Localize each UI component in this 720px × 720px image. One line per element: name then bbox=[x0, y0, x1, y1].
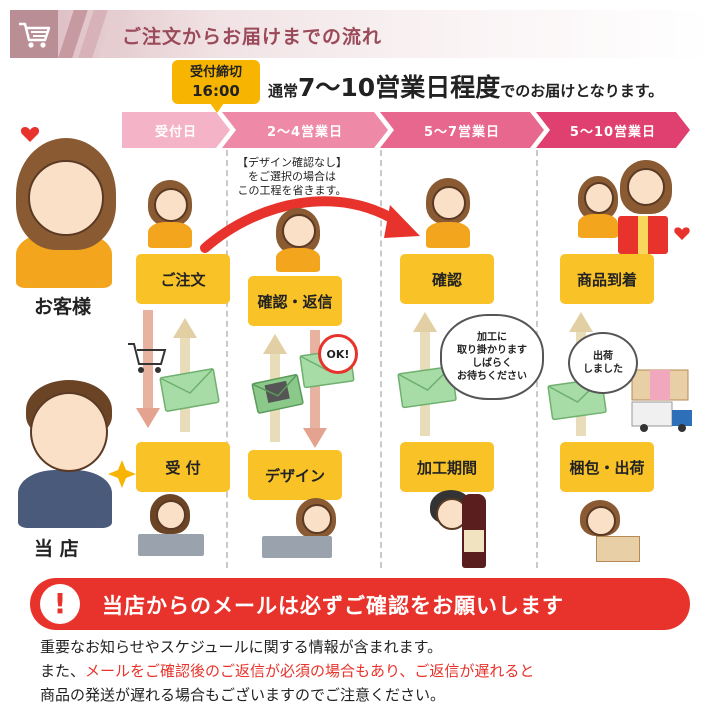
header-bar: ご注文からお届けまでの流れ bbox=[10, 10, 710, 58]
bubble-line: 取り掛かります bbox=[457, 345, 527, 356]
footer-line-2: また、メールをご確認後のご返信が必須の場合もあり、ご返信が遅れると bbox=[40, 660, 534, 681]
column-divider bbox=[380, 150, 382, 568]
up-arrowhead bbox=[173, 318, 197, 338]
up-arrow bbox=[180, 336, 190, 432]
lead-days: 営業日程度 bbox=[375, 73, 501, 102]
envelope-icon bbox=[251, 373, 304, 414]
deadline-badge: 受付締切 16:00 bbox=[172, 60, 260, 113]
heart-icon bbox=[20, 127, 40, 142]
down-arrowhead bbox=[136, 408, 160, 428]
lead-range: 7〜10 bbox=[298, 73, 376, 102]
up-arrowhead bbox=[263, 334, 287, 354]
note-line: 【デザイン確認なし】 bbox=[237, 156, 347, 169]
step-delivery: 商品到着 bbox=[560, 254, 654, 304]
design-skip-note: 【デザイン確認なし】 をご選択の場合は この工程を省きます。 bbox=[212, 156, 372, 198]
step-arrows: 受付日 2〜4営業日 5〜7営業日 5〜10営業日 bbox=[122, 112, 690, 148]
deadline-label: 受付締切 bbox=[189, 65, 242, 80]
delivery-truck-icon bbox=[631, 401, 692, 432]
footer-line-2-highlight: メールをご確認後のご返信が必須の場合もあり、ご返信が遅れると bbox=[85, 662, 535, 680]
step-confirm: 確認 bbox=[400, 254, 494, 304]
up-arrowhead bbox=[413, 312, 437, 332]
shop-label: 当 店 bbox=[34, 538, 79, 560]
banner-text: 当店からのメールは必ずご確認をお願いします bbox=[102, 594, 564, 618]
step-design: デザイン bbox=[248, 450, 342, 500]
step-3: 5〜7営業日 bbox=[380, 112, 544, 148]
envelope-icon bbox=[159, 368, 220, 412]
up-arrow bbox=[270, 352, 280, 442]
step-1: 受付日 bbox=[122, 112, 230, 148]
step-2: 2〜4営業日 bbox=[222, 112, 388, 148]
bubble-line: 加工に bbox=[477, 332, 507, 343]
step-order: ご注文 bbox=[136, 254, 230, 304]
bubble-line: しました bbox=[583, 364, 623, 375]
package-box-icon bbox=[631, 369, 689, 401]
step-confirm-reply: 確認・返信 bbox=[248, 276, 342, 326]
footer-line-1: 重要なお知らせやスケジュールに関する情報が含まれます。 bbox=[40, 638, 443, 656]
up-arrowhead bbox=[569, 312, 593, 332]
bubble-line: 出荷 bbox=[593, 351, 613, 362]
exclamation-icon: ! bbox=[40, 584, 80, 624]
bubble-line: しばらく bbox=[472, 358, 512, 369]
bubble-line: お待ちください bbox=[457, 371, 527, 382]
lead-pre: 通常 bbox=[268, 82, 299, 100]
step-receive: 受 付 bbox=[136, 442, 230, 492]
down-arrow bbox=[310, 330, 320, 430]
sparkle-icon bbox=[108, 460, 136, 488]
column-divider bbox=[226, 150, 228, 568]
down-arrowhead bbox=[303, 428, 327, 448]
down-arrow bbox=[143, 310, 153, 410]
page-title: ご注文からお届けまでの流れ bbox=[122, 26, 383, 48]
step-processing: 加工期間 bbox=[400, 442, 494, 492]
step-packing-shipping: 梱包・出荷 bbox=[560, 442, 654, 492]
skip-step-arrowhead bbox=[384, 205, 420, 238]
deadline-time: 16:00 bbox=[192, 82, 240, 100]
delivery-lead-text: 通常7〜10営業日程度でのお届けとなります。 bbox=[268, 68, 663, 104]
footer-line-2-prefix: また、 bbox=[40, 662, 86, 680]
shipped-speech-bubble: 出荷 しました bbox=[568, 332, 638, 394]
customer-label: お客様 bbox=[34, 296, 92, 318]
note-line: この工程を省きます。 bbox=[237, 184, 347, 197]
ok-badge: OK! bbox=[318, 334, 358, 374]
email-notice-banner: ! 当店からのメールは必ずご確認をお願いします bbox=[30, 578, 690, 630]
shopping-cart-icon bbox=[10, 10, 58, 58]
heart-icon bbox=[674, 227, 690, 240]
up-arrow bbox=[420, 330, 430, 436]
processing-speech-bubble: 加工に 取り掛かります しばらく お待ちください bbox=[440, 314, 544, 400]
step-4: 5〜10営業日 bbox=[536, 112, 690, 148]
lead-post: でのお届けとなります。 bbox=[500, 82, 664, 100]
footer-line-3: 商品の発送が遅れる場合もございますのでご注意ください。 bbox=[40, 686, 446, 704]
shopping-cart-icon bbox=[128, 343, 167, 373]
note-line: をご選択の場合は bbox=[248, 170, 336, 183]
